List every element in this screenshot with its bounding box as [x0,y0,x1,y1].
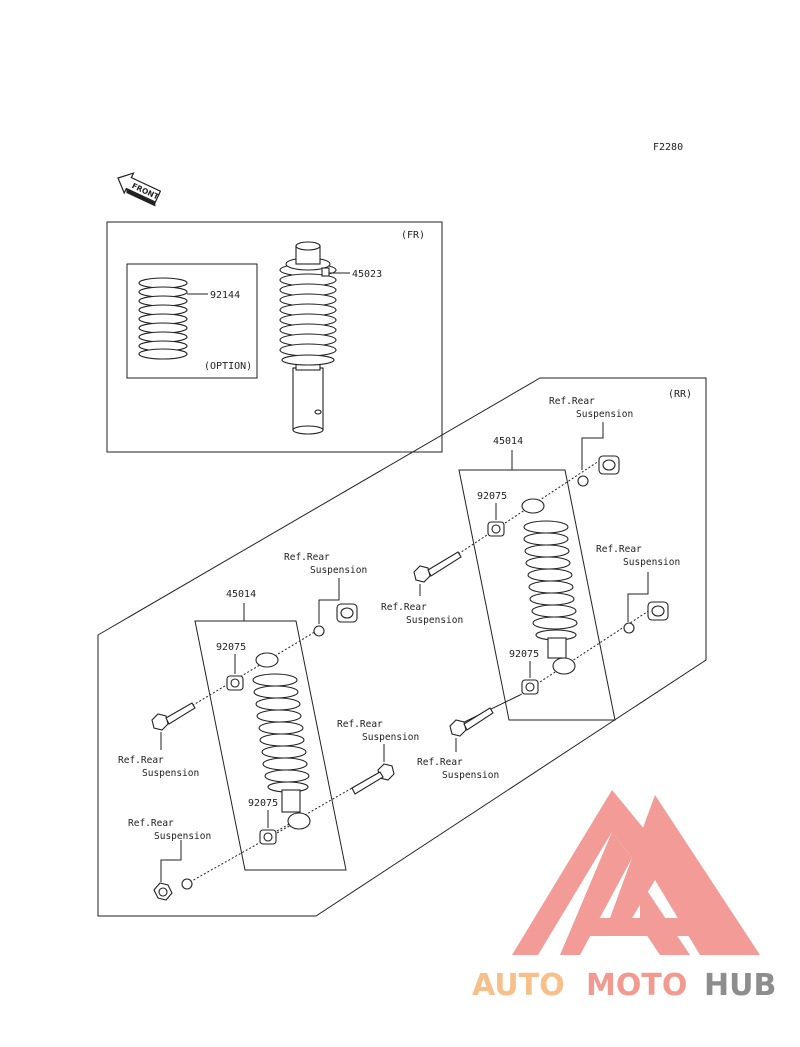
front-arrow-icon: FRONT [117,172,162,207]
option-spring [138,277,188,360]
left-lower-bushing-part: 92075 [248,798,278,809]
rear-tag: (RR) [668,389,692,400]
front-tag: (FR) [401,230,425,241]
ref-label-5-line1: Ref.Rear [284,552,330,563]
ref-label-6-line2: Suspension [142,768,199,779]
ref-label-2-line1: Ref.Rear [596,544,642,555]
ref-label-1-line2: Suspension [576,409,633,420]
automotohub-watermark: AUTO MOTO HUB [472,968,776,1003]
spring-part-number: 92144 [210,290,240,301]
automotohub-logo-icon [512,790,760,955]
left-upper-nut [313,603,358,637]
right-upper-bolt [413,551,462,583]
right-upper-nut [577,455,620,487]
option-tag: (OPTION) [204,361,252,372]
ref-label-7-line1: Ref.Rear [337,719,383,730]
left-upper-bolt [151,702,196,731]
right-lower-bolt [449,707,494,737]
ref-label-5-line2: Suspension [310,565,367,576]
ref-label-3-line2: Suspension [406,615,463,626]
left-assembly-outline [194,620,347,871]
watermark-auto: AUTO [472,968,565,1003]
right-upper-bushing-part: 92075 [477,491,507,502]
watermark-moto: MOTO [586,968,687,1003]
ref-label-6-line1: Ref.Rear [118,755,164,766]
ref-label-1-line1: Ref.Rear [549,396,595,407]
left-rear-shock [252,652,311,830]
ref-label-7-line2: Suspension [362,732,419,743]
front-shock-absorber [279,241,337,435]
left-shock-part-number: 45014 [226,589,256,600]
rear-suspension-box [97,377,707,917]
right-lower-bushing [521,679,539,695]
ref-label-4-line1: Ref.Rear [417,757,463,768]
ref-label-8-line1: Ref.Rear [128,818,174,829]
ref-label-3-line1: Ref.Rear [381,602,427,613]
front-shock-part-number: 45023 [352,269,382,280]
ref-label-2-line2: Suspension [623,557,680,568]
right-lower-nut [623,601,669,634]
right-rear-shock [521,498,578,675]
ref-label-4-line2: Suspension [442,770,499,781]
front-suspension-box [106,221,443,453]
figure-code: F2280 [653,142,683,153]
option-box [126,263,258,379]
right-shock-part-number: 45014 [493,436,523,447]
left-lower-nut [153,878,193,901]
left-upper-bushing-part: 92075 [216,642,246,653]
right-assembly-outline [458,469,616,721]
left-lower-bolt [351,763,395,795]
ref-label-8-line2: Suspension [154,831,211,842]
left-lower-bushing [259,829,277,845]
left-upper-bushing [226,675,244,691]
right-upper-bushing [487,521,505,537]
right-lower-bushing-part: 92075 [509,649,539,660]
watermark-hub: HUB [704,968,776,1003]
